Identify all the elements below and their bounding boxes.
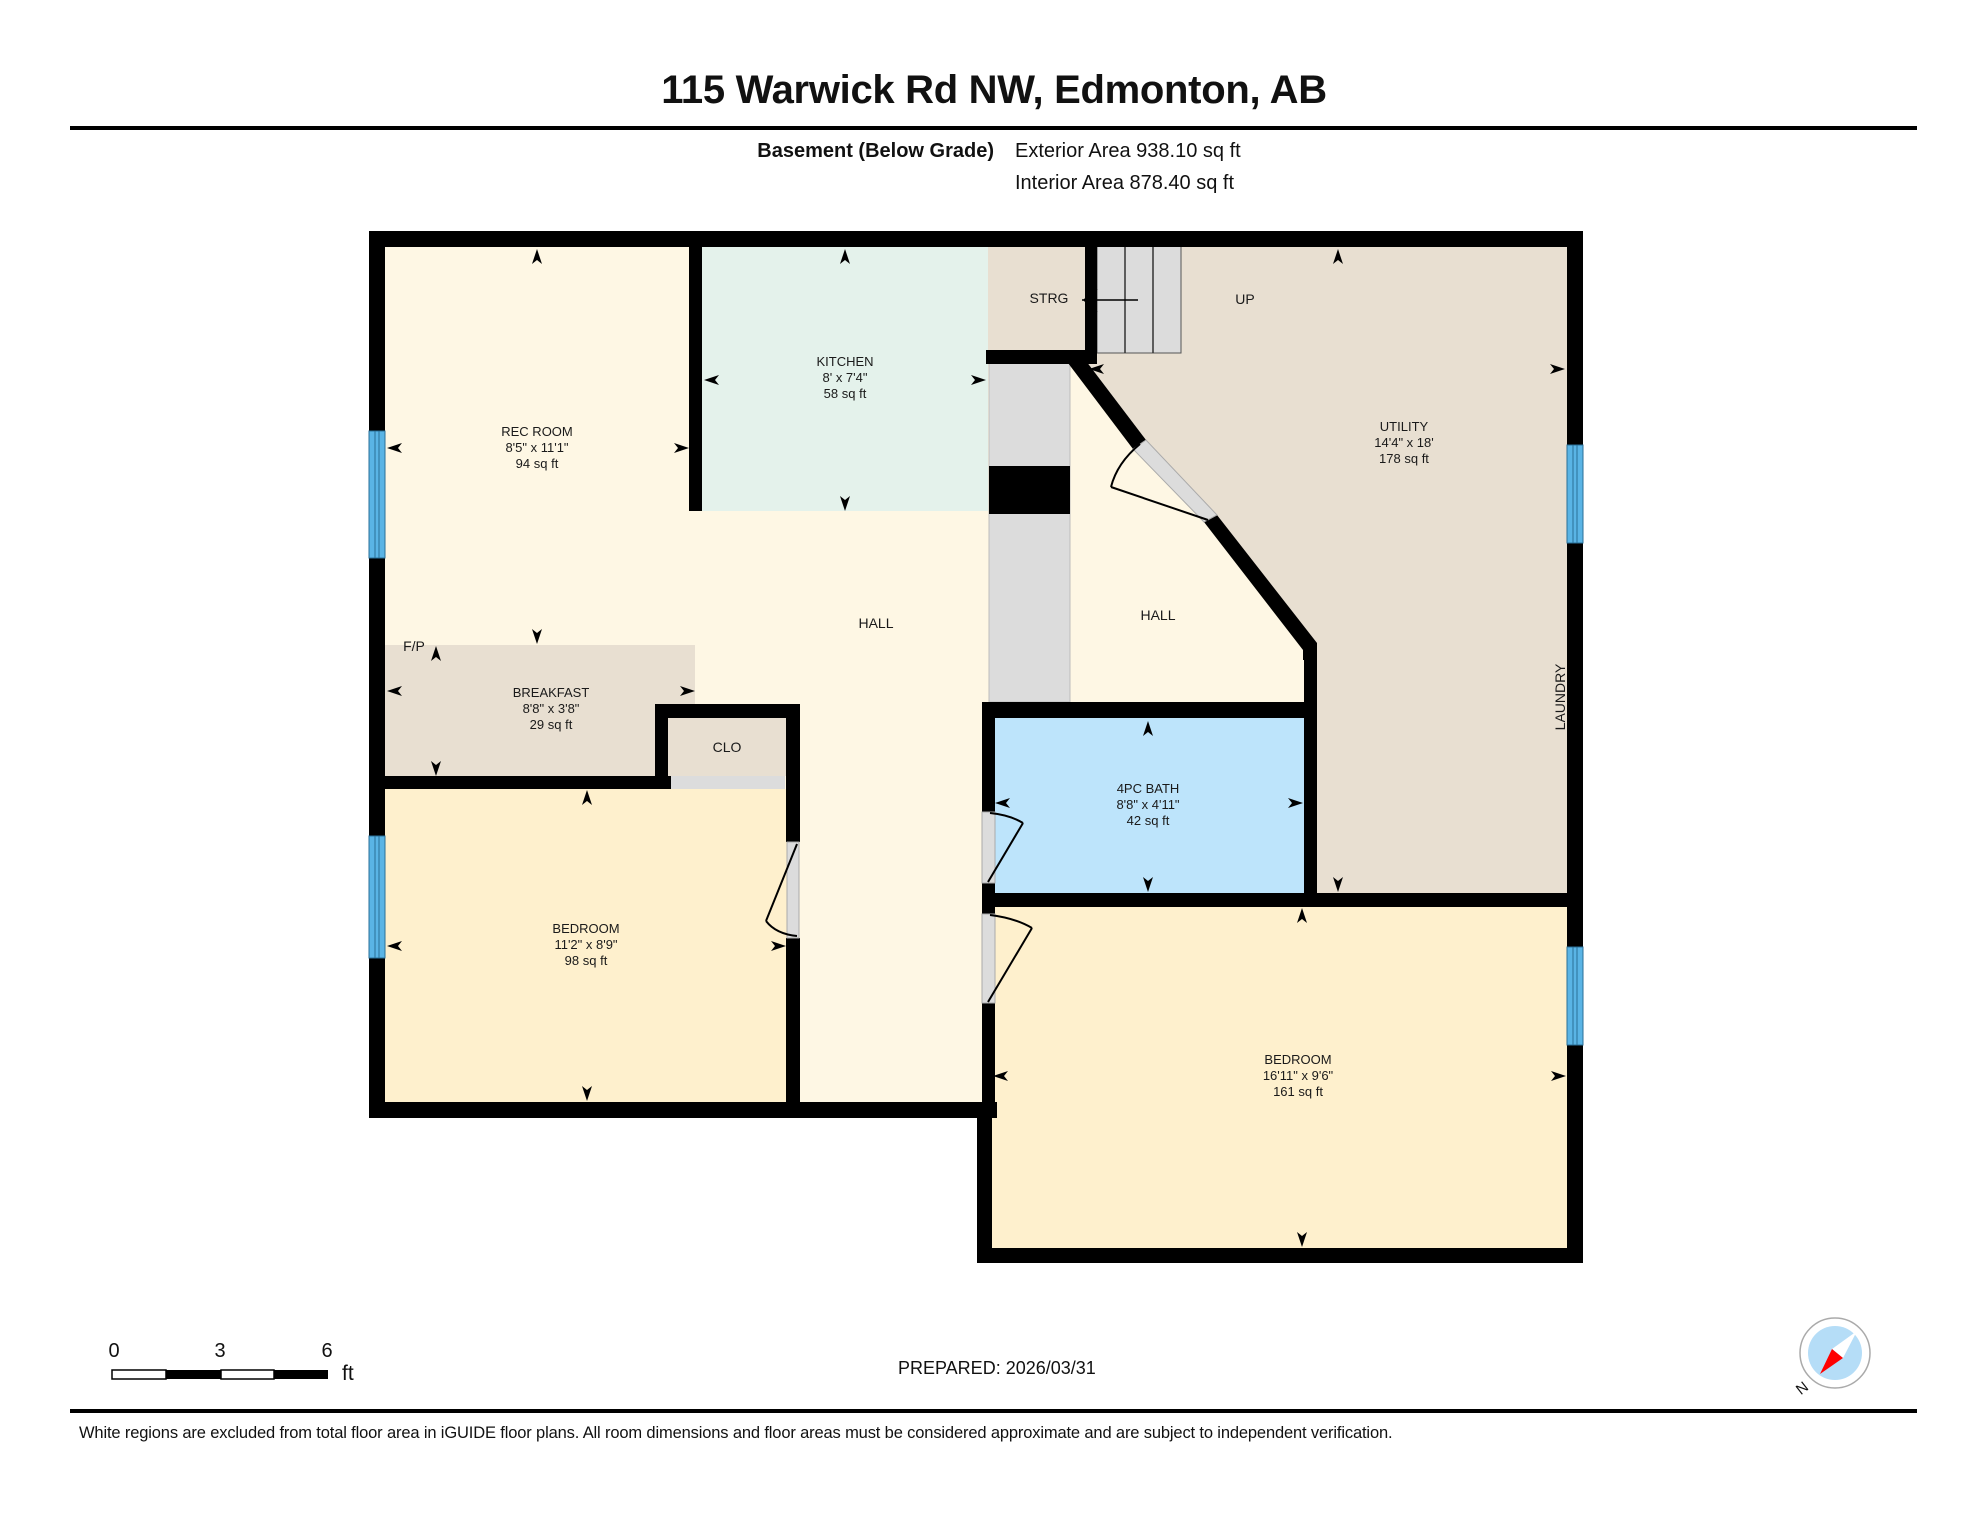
gray-column (988, 362, 1071, 703)
bedroom-2-area (990, 906, 1568, 1249)
scale-tick-0: 0 (108, 1340, 120, 1362)
footer-divider (70, 1409, 1917, 1413)
utility-area (1070, 246, 1567, 894)
column-block (989, 466, 1070, 514)
compass-icon (1799, 1317, 1871, 1389)
room-dims: 8'5" x 11'1" (505, 440, 569, 455)
room-area: 94 sq ft (515, 456, 559, 471)
label-stairs-up: UP (1235, 291, 1255, 307)
label-hall-east: HALL (1140, 607, 1176, 623)
room-name: BEDROOM (552, 921, 620, 936)
hall-east-area (1068, 363, 1312, 704)
room-dims: 8' x 7'4" (822, 370, 868, 385)
closet-area (668, 718, 787, 776)
label-storage: STRG (1029, 290, 1069, 306)
room-fills (384, 245, 1568, 1249)
scale-unit: ft (342, 1362, 354, 1385)
doors (765, 439, 1218, 1004)
room-area: 58 sq ft (823, 386, 867, 401)
room-utility: UTILITY 14'4" x 18' 178 sq ft (1374, 419, 1433, 467)
label-laundry: LAUNDRY (1552, 663, 1568, 731)
room-name: 4PC BATH (1116, 781, 1180, 796)
room-area: 29 sq ft (529, 717, 573, 732)
room-dims: 14'4" x 18' (1374, 435, 1434, 450)
room-dims: 16'11" x 9'6" (1262, 1068, 1334, 1083)
bath-area (993, 718, 1305, 894)
room-name: KITCHEN (816, 354, 874, 369)
label-hall-main: HALL (858, 615, 894, 631)
interior-area: Interior Area 878.40 sq ft (1015, 172, 1235, 194)
breakfast-area (384, 645, 695, 777)
room-area: 178 sq ft (1379, 451, 1429, 466)
room-name: BREAKFAST (512, 685, 590, 700)
scale-tick-3: 3 (214, 1340, 226, 1362)
exterior-area: Exterior Area 938.10 sq ft (1015, 140, 1241, 162)
room-dims: 8'8" x 4'11" (1116, 797, 1180, 812)
room-rec-room: REC ROOM 8'5" x 11'1" 94 sq ft (501, 424, 573, 472)
room-area: 161 sq ft (1273, 1084, 1323, 1099)
room-bedroom-1: BEDROOM 11'2" x 8'9" 98 sq ft (552, 921, 619, 969)
label-fireplace: F/P (403, 638, 425, 654)
closet-door (671, 776, 785, 789)
room-dims: 8'8" x 3'8" (522, 701, 580, 716)
page-title: 115 Warwick Rd NW, Edmonton, AB (661, 68, 1327, 112)
room-dims: 11'2" x 8'9" (554, 937, 618, 952)
scale-bar (111, 1369, 328, 1380)
room-name: REC ROOM (501, 424, 573, 439)
kitchen-area (702, 246, 988, 511)
room-name: UTILITY (1379, 419, 1429, 434)
storage-area (988, 246, 1085, 351)
label-closet: CLO (712, 739, 742, 755)
windows (368, 430, 1584, 1046)
prepared-date: PREPARED: 2026/03/31 (898, 1358, 1096, 1378)
scale-tick-6: 6 (321, 1340, 333, 1362)
header-divider (70, 126, 1917, 130)
footer-disclaimer: White regions are excluded from total fl… (79, 1424, 1393, 1442)
room-breakfast: BREAKFAST 8'8" x 3'8" 29 sq ft (513, 685, 590, 733)
bedroom-1-area (384, 789, 788, 1103)
room-name: BEDROOM (1264, 1052, 1332, 1067)
room-kitchen: KITCHEN 8' x 7'4" 58 sq ft (816, 354, 873, 402)
room-area: 42 sq ft (1126, 813, 1170, 828)
room-area: 98 sq ft (564, 953, 608, 968)
room-bedroom-2: BEDROOM 16'11" x 9'6" 161 sq ft (1263, 1052, 1333, 1100)
room-bath: 4PC BATH 8'8" x 4'11" 42 sq ft (1116, 781, 1179, 829)
level-label: Basement (Below Grade) (757, 140, 994, 162)
